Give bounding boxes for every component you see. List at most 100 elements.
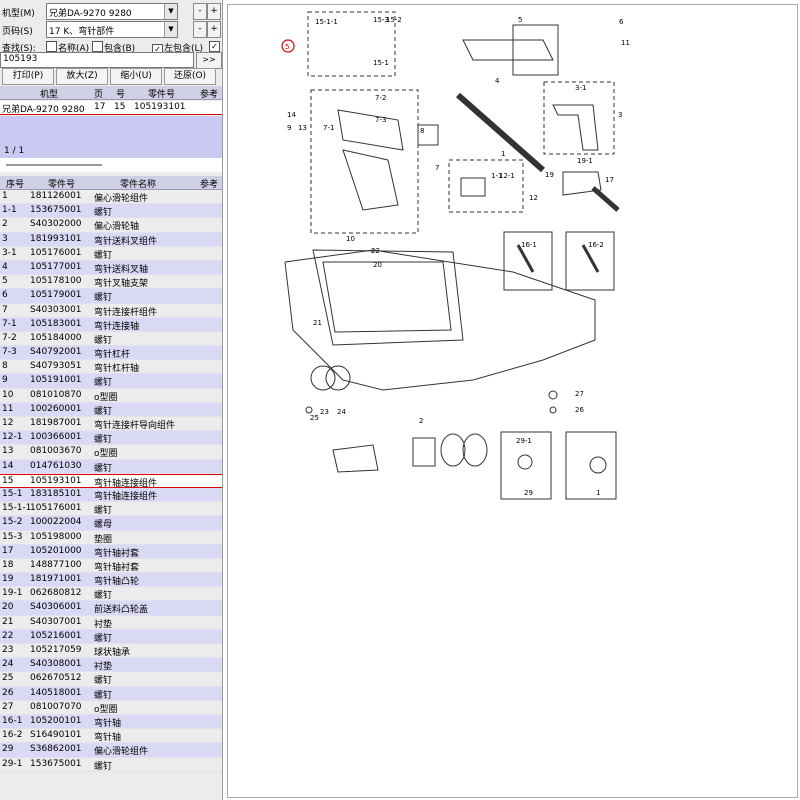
callout-label[interactable]: 16-2 [588, 241, 604, 249]
print-button[interactable]: 打印(P) [2, 68, 54, 85]
callout-label[interactable]: 25 [310, 414, 319, 422]
callout-label[interactable]: 7-1 [323, 124, 334, 132]
search-go-button[interactable]: >> [196, 52, 222, 69]
callout-label[interactable]: 9 [287, 124, 291, 132]
zoom-in-button[interactable]: 放大(Z) [56, 68, 108, 85]
callout-label[interactable]: 14 [287, 111, 296, 119]
extra-option[interactable]: ✓ [209, 41, 221, 52]
callout-label[interactable]: 11 [621, 39, 630, 47]
chevron-down-icon[interactable]: ▼ [164, 22, 177, 37]
callout-label[interactable]: 12 [529, 194, 538, 202]
callout-label[interactable]: 16-1 [521, 241, 537, 249]
callout-label[interactable]: 15-2 [386, 16, 402, 24]
callout-label[interactable]: 21 [313, 319, 322, 327]
callout-label[interactable]: 1-1 [491, 172, 502, 180]
callout-label[interactable]: 27 [575, 390, 584, 398]
callout-label[interactable]: 13 [298, 124, 307, 132]
chevron-down-icon[interactable]: ▼ [164, 4, 177, 19]
callout-label[interactable]: 4 [495, 77, 500, 85]
model-minus-button[interactable]: - [193, 3, 207, 20]
callout-label[interactable]: 15-1 [373, 59, 389, 67]
zoom-slider[interactable] [0, 158, 222, 172]
callout-label[interactable]: 29-1 [516, 437, 532, 445]
search-input[interactable]: 105193 [0, 52, 194, 68]
callout-label[interactable]: 5 [518, 16, 522, 24]
callout-label[interactable]: 26 [575, 406, 584, 414]
callout-label[interactable]: 1 [501, 150, 505, 158]
callout-label[interactable]: 20 [373, 261, 382, 269]
contain-checkbox-icon[interactable] [92, 41, 103, 52]
restore-button[interactable]: 还原(O) [164, 68, 216, 85]
callout-label[interactable]: 1 [596, 489, 600, 497]
name-option[interactable]: 名称(A) [46, 41, 89, 54]
selected-callout-ring[interactable] [281, 39, 295, 53]
extra-checkbox-icon[interactable]: ✓ [209, 41, 220, 52]
callout-label[interactable]: 7-3 [375, 116, 386, 124]
callout-label[interactable]: 15-1-1 [315, 18, 338, 26]
callout-label[interactable]: 19 [545, 171, 554, 179]
contain-option[interactable]: 包含(B) [92, 41, 135, 54]
callout-label[interactable]: 8 [420, 127, 424, 135]
callout-label[interactable]: 24 [337, 408, 346, 416]
model-select[interactable]: 兄弟DA-9270 9280 ▼ [46, 3, 178, 20]
name-checkbox-icon[interactable] [46, 41, 57, 52]
selected-callout-label[interactable]: 5 [285, 43, 289, 51]
callout-label[interactable]: 7-2 [375, 94, 386, 102]
callout-label[interactable]: 12-1 [499, 172, 515, 180]
model-plus-button[interactable]: + [207, 3, 221, 20]
callout-label[interactable]: 3-1 [575, 84, 586, 92]
callout-label[interactable]: 23 [320, 408, 329, 416]
callout-label[interactable]: 15-3 [373, 16, 389, 24]
slider-track[interactable] [6, 164, 102, 166]
callout-label[interactable]: 10 [346, 235, 355, 243]
zoom-out-button[interactable]: 缩小(U) [110, 68, 162, 85]
callout-label[interactable]: 17 [605, 176, 614, 184]
page-plus-button[interactable]: + [207, 21, 221, 38]
page-select[interactable]: 17 K、弯针部件 ▼ [46, 21, 178, 38]
callout-label[interactable]: 2 [419, 417, 423, 425]
callout-label[interactable]: 6 [619, 18, 624, 26]
callout-label[interactable]: 3 [618, 111, 622, 119]
callout-label[interactable]: 22 [371, 247, 380, 255]
